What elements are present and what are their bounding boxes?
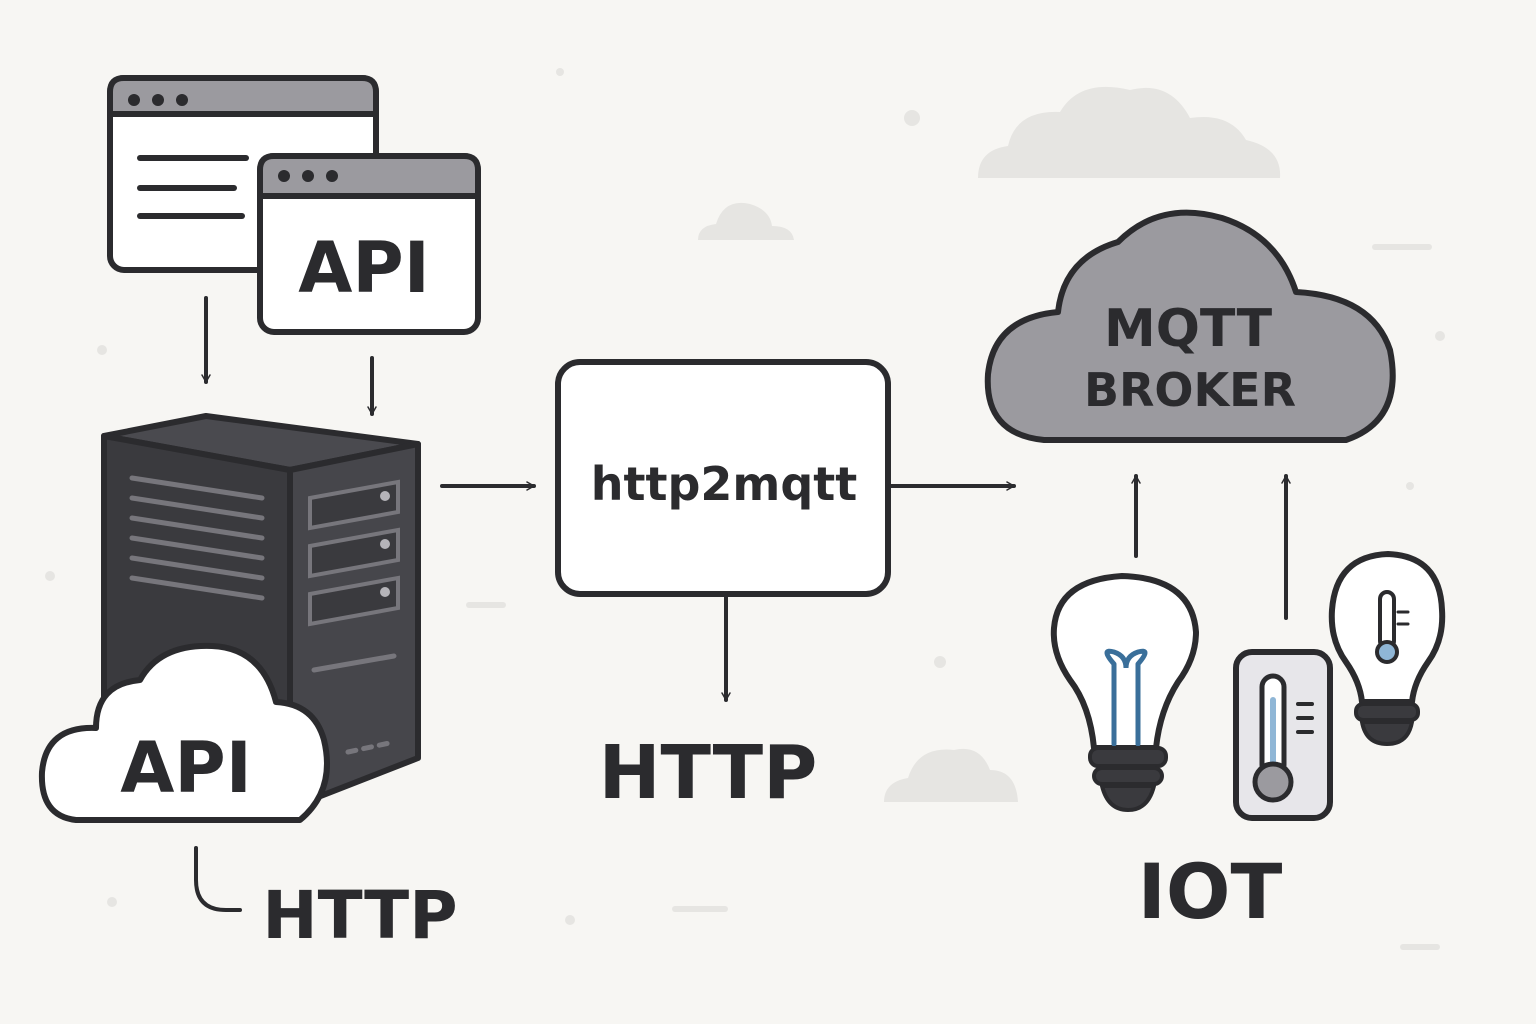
- http-center-label: HTTP: [599, 730, 818, 816]
- lightbulb-icon: [1050, 573, 1199, 812]
- mqtt-broker-cloud: MQTT BROKER: [984, 209, 1396, 443]
- temperature-bulb-icon: [1328, 551, 1446, 746]
- api-cloud-label: API: [120, 727, 252, 809]
- iot-label: IOT: [1138, 847, 1283, 936]
- background-decoration: [45, 68, 1445, 950]
- decor-cloud-icon: [978, 86, 1281, 178]
- thermometer-icon: [1233, 649, 1333, 821]
- api-to-http-connector: [194, 846, 242, 912]
- http-left-label: HTTP: [262, 877, 457, 954]
- http2mqtt-box: http2mqtt: [555, 359, 891, 597]
- api-browser-window: API: [257, 153, 481, 335]
- decor-cloud-icon: [884, 748, 1018, 802]
- api-cloud: API: [38, 642, 330, 823]
- drive-bays: [308, 479, 400, 627]
- broker-label-line1: MQTT: [1104, 299, 1273, 359]
- bridge-label: http2mqtt: [591, 457, 858, 511]
- cloud-icon: [38, 642, 330, 823]
- broker-label-line2: BROKER: [1084, 363, 1296, 417]
- cloud-icon: [984, 209, 1396, 443]
- api-window-label: API: [298, 227, 430, 309]
- decor-cloud-icon: [698, 202, 794, 240]
